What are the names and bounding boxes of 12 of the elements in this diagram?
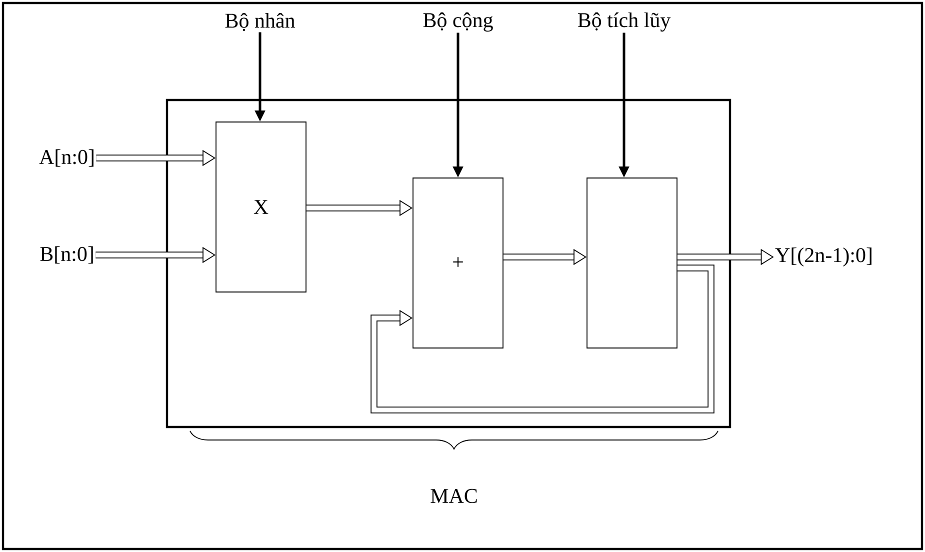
- module-name: MAC: [430, 488, 477, 504]
- signal-label: Bộ tích lũy: [578, 12, 671, 32]
- block-box: [586, 178, 678, 348]
- block-box: X: [216, 122, 306, 292]
- module-box: [166, 98, 732, 428]
- signal-label: A[n:0]: [39, 149, 94, 167]
- signal-label: Bộ nhân: [225, 12, 295, 32]
- block-box: +: [412, 178, 504, 348]
- signal-label: Y[(2n-1):0]: [775, 247, 872, 266]
- bus-arrow: [370, 264, 714, 414]
- signal-label: B[n:0]: [40, 246, 93, 264]
- signal-label: Bộ cộng: [423, 12, 493, 32]
